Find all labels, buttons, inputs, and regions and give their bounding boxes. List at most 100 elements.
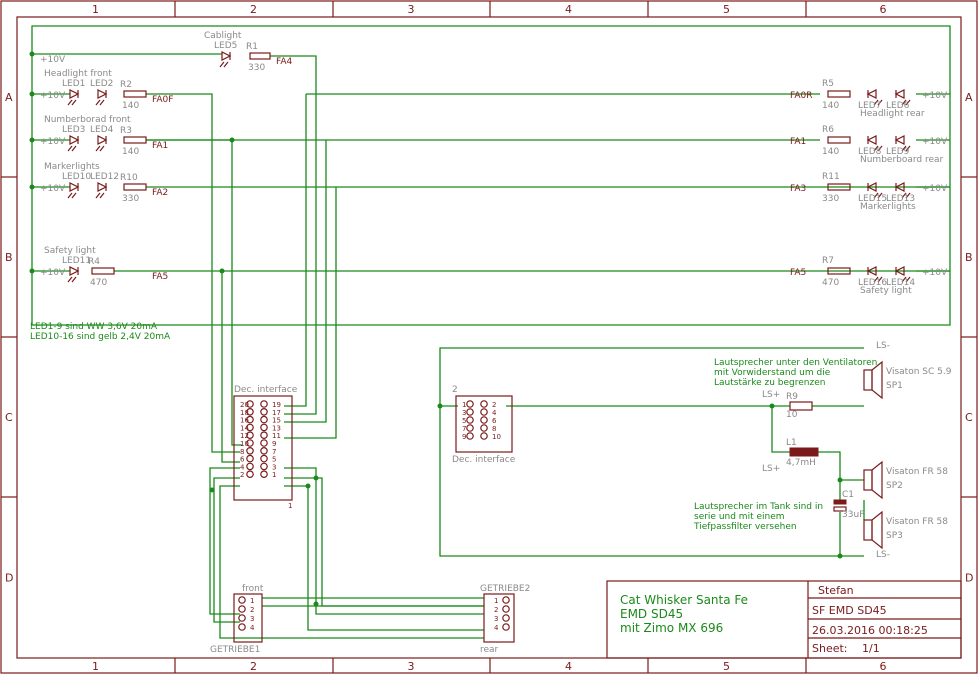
resistor — [91, 267, 115, 275]
pin-circle — [480, 416, 488, 424]
pin-circle — [246, 446, 254, 455]
resistor — [827, 267, 851, 275]
net-label: FA2 — [152, 188, 168, 198]
junction-dot — [313, 601, 319, 607]
pin-number: 7 — [462, 425, 466, 433]
pin-circle — [238, 623, 246, 631]
led-label: LED12 — [90, 172, 119, 182]
led-label: LED10 — [62, 172, 91, 182]
resistor-value: 330 — [822, 194, 839, 204]
row-label-left: C — [5, 411, 13, 424]
ls-plus-label-1: LS+ — [762, 390, 780, 400]
ls-plus-label-2: LS+ — [762, 464, 780, 474]
supply-label-top: +10V — [40, 55, 66, 65]
connector-top-label: front — [242, 584, 264, 594]
pin-number: 3 — [494, 615, 498, 623]
pin-number: 17 — [272, 409, 281, 417]
pin-circle — [502, 614, 510, 622]
led-icon — [894, 182, 911, 199]
supply-label: +10V — [40, 137, 66, 147]
led-triangle — [894, 266, 905, 276]
column-label-top: 3 — [408, 3, 415, 16]
column-label-bottom: 4 — [565, 660, 572, 673]
row-label-right: C — [965, 411, 973, 424]
resistor-value: 470 — [90, 278, 107, 288]
pin-circle — [466, 432, 474, 440]
led-ray — [877, 145, 883, 152]
resistor-label: R3 — [120, 126, 132, 136]
pin-circle — [246, 400, 254, 408]
c1-label: C1 — [842, 490, 854, 500]
pin-circle — [260, 462, 268, 471]
audio-note2-line3: Tiefpassfilter versehen — [693, 522, 797, 532]
junction-dot — [29, 137, 35, 143]
led-triangle — [221, 51, 232, 61]
pin-number: 19 — [272, 401, 281, 409]
pin-number: 4 — [240, 463, 245, 471]
l1-value: 4,7mH — [786, 458, 816, 468]
pin-circle — [260, 431, 268, 440]
speaker-name: SP3 — [886, 531, 903, 541]
led-icon — [67, 182, 80, 199]
group-title: Markerlights — [860, 202, 916, 212]
led-triangle — [69, 266, 80, 276]
row-label-left: A — [5, 91, 13, 104]
speaker-magnet — [863, 369, 873, 391]
pin-number: 9 — [272, 440, 276, 448]
led-ray — [95, 192, 101, 199]
tb-author: Stefan — [818, 584, 854, 597]
led-label: LED8 — [858, 147, 882, 157]
pin-number: 1 — [494, 597, 498, 605]
pin-number: 11 — [272, 432, 281, 440]
led-triangle — [894, 182, 905, 192]
supply-label: +10V — [40, 91, 66, 101]
resistor-value: 140 — [822, 147, 839, 157]
dec-audio-label: Dec. interface — [452, 455, 516, 465]
pin-circle — [480, 432, 488, 440]
junction-dot — [209, 487, 215, 493]
speaker-icon — [871, 360, 883, 400]
led-icon — [894, 89, 911, 106]
led-triangle — [866, 182, 877, 192]
supply-label: +10V — [922, 184, 948, 194]
led-ray — [71, 192, 77, 199]
resistor — [827, 136, 851, 144]
group-title: Cablight — [204, 31, 242, 41]
resistor-label: R5 — [822, 79, 834, 89]
led-ray — [901, 276, 907, 283]
c1-capacitor-top — [833, 499, 847, 505]
led-icon — [95, 89, 108, 106]
pin-number: 5 — [272, 456, 276, 464]
pin-number: 6 — [492, 417, 497, 425]
junction-dot — [29, 51, 35, 57]
junction-dot — [229, 137, 235, 143]
pin-circle — [246, 439, 254, 447]
row-label-right: B — [965, 251, 973, 264]
led-ray — [71, 99, 77, 106]
pin-number: 18 — [240, 409, 249, 417]
resistor-label: R10 — [120, 173, 138, 183]
led-ray — [905, 99, 911, 106]
resistor-value: 330 — [122, 194, 139, 204]
led-label: LED15 — [858, 194, 887, 204]
pin-number: 13 — [272, 424, 281, 432]
junction-dot — [305, 483, 311, 489]
led-label: LED1 — [62, 79, 85, 89]
pin-circle — [246, 423, 254, 432]
ls-minus-bottom: LS- — [876, 550, 890, 560]
pin-number: 7 — [272, 448, 276, 456]
led-label: LED7 — [858, 101, 881, 111]
connector-top-label: GETRIEBE2 — [480, 584, 530, 594]
group-title: Headlight rear — [860, 109, 925, 119]
pin-circle — [260, 454, 268, 463]
pin-number: 4 — [492, 409, 497, 417]
led-icon — [894, 135, 911, 152]
led-triangle — [97, 135, 108, 145]
